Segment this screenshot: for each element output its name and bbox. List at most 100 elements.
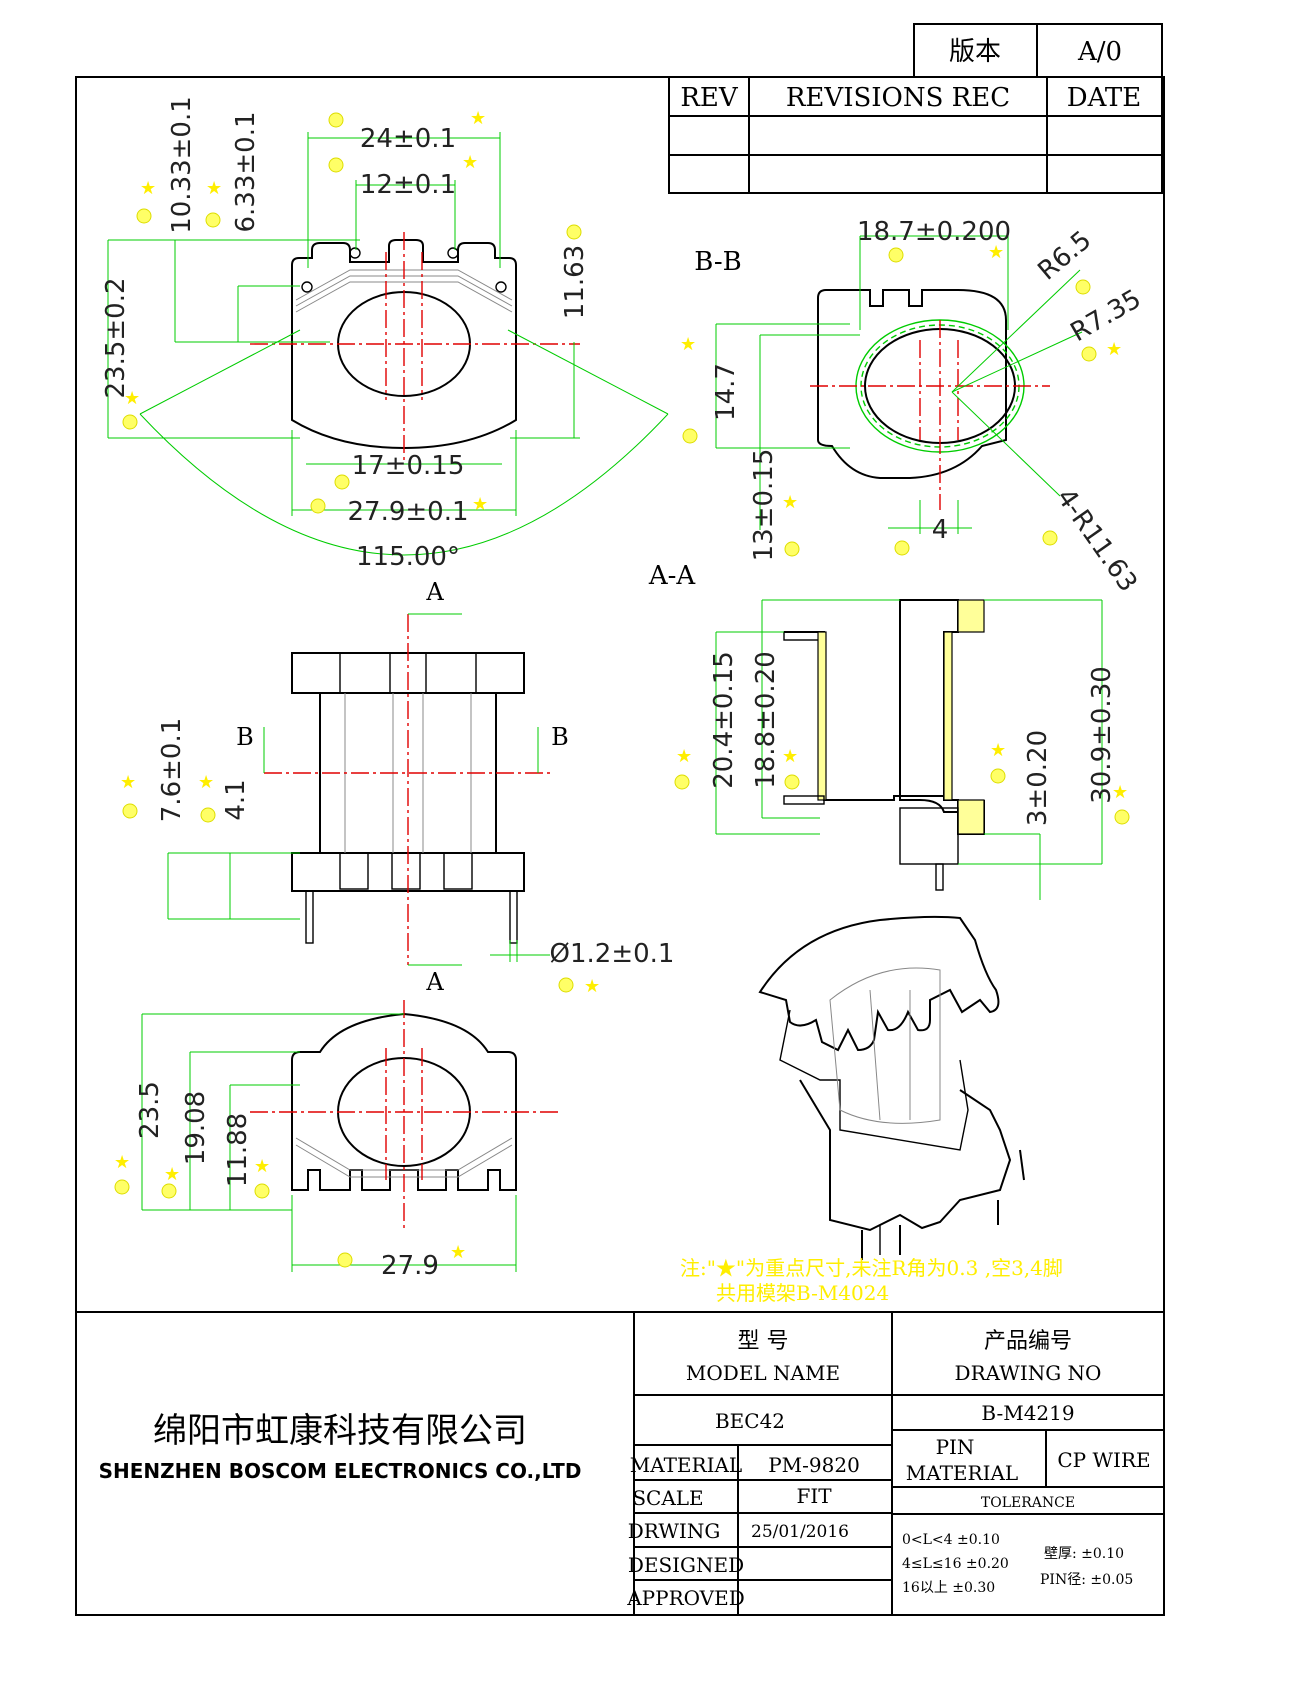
svg-text:★: ★ xyxy=(120,772,136,793)
version-box: 版本 A/0 xyxy=(913,23,1163,78)
star-icon: ★ xyxy=(114,1152,130,1173)
pin-diameter-tolerance: PIN径: ±0.05 xyxy=(1040,1572,1133,1588)
star-icon: ★ xyxy=(254,1156,270,1177)
svg-text:★: ★ xyxy=(584,976,600,997)
svg-text:★: ★ xyxy=(450,1242,466,1263)
model-name-en: MODEL NAME xyxy=(686,1361,840,1385)
svg-text:★: ★ xyxy=(470,108,486,129)
star-icon: ★ xyxy=(584,976,600,997)
dim-24: 24±0.1 xyxy=(360,124,456,154)
svg-text:★: ★ xyxy=(1106,339,1122,360)
star-icon: ★ xyxy=(450,1242,466,1263)
dim-17: 17±0.15 xyxy=(352,451,465,481)
svg-text:★: ★ xyxy=(676,746,692,767)
star-icon: ★ xyxy=(462,152,478,173)
scale-label: SCALE xyxy=(632,1486,703,1510)
dim-3: 3±0.20 xyxy=(1023,730,1053,826)
svg-text:★: ★ xyxy=(472,494,488,515)
dim-18-7: 18.7±0.200 xyxy=(857,217,1011,247)
tolerance-label: TOLERANCE xyxy=(981,1495,1075,1511)
star-icon: ★ xyxy=(164,1164,180,1185)
view-label-a-bottom: A xyxy=(425,968,444,996)
dim-27-9-bottom: 27.9 xyxy=(381,1251,439,1281)
top-view-dimensions xyxy=(107,132,669,556)
star-icon: ★ xyxy=(472,494,488,515)
material-value: PM-9820 xyxy=(768,1453,860,1477)
dim-30-9: 30.9±0.30 xyxy=(1087,666,1117,804)
star-icon: ★ xyxy=(470,108,486,129)
revisions-rec-header: REVISIONS REC xyxy=(786,83,1010,113)
dim-pin-diameter: Ø1.2±0.1 xyxy=(550,939,675,969)
view-label-aa: A-A xyxy=(648,561,697,591)
drawing-border xyxy=(75,76,1165,1616)
svg-text:★: ★ xyxy=(206,178,222,199)
dim-18-8: 18.8±0.20 xyxy=(751,651,781,789)
isometric-view xyxy=(758,915,1025,1260)
section-bb-dimensions xyxy=(715,235,1083,534)
star-icon: ★ xyxy=(124,388,140,409)
tolerance-row-2: 4≤L≤16 ±0.20 xyxy=(902,1556,1009,1572)
drawing-no-cn: 产品编号 xyxy=(984,1329,1072,1354)
version-label: 版本 xyxy=(949,37,1001,67)
view-label-bb: B-B xyxy=(694,247,741,277)
star-icon: ★ xyxy=(120,772,136,793)
bottom-view xyxy=(250,1000,560,1230)
svg-text:★: ★ xyxy=(988,242,1004,263)
dim-10-33: 10.33±0.1 xyxy=(167,96,197,234)
company-name-cn: 绵阳市虹康科技有限公司 xyxy=(153,1411,527,1451)
dim-12: 12±0.1 xyxy=(360,170,456,200)
svg-text:★: ★ xyxy=(140,178,156,199)
section-aa-view: A-A xyxy=(648,561,985,891)
key-dimension-markers: ★ ★ ★ ★ ★ ★ ★ ★ ★ ★ ★ ★ ★ ★ ★ ★ ★ ★ ★ ★ … xyxy=(114,108,1128,1263)
reference-circles xyxy=(114,112,1130,1268)
side-view-dimensions: 7.6±0.1 4.1 Ø1.2±0.1 xyxy=(157,718,674,969)
dim-115-deg: 115.00° xyxy=(356,542,460,572)
star-icon: ★ xyxy=(782,492,798,513)
company-name-en: SHENZHEN BOSCOM ELECTRONICS CO.,LTD xyxy=(99,1459,582,1483)
svg-text:★: ★ xyxy=(990,740,1006,761)
svg-text:★: ★ xyxy=(124,388,140,409)
dim-6-33: 6.33±0.1 xyxy=(231,111,261,232)
svg-text:★: ★ xyxy=(198,772,214,793)
star-icon: ★ xyxy=(680,334,696,355)
model-name-cn: 型 号 xyxy=(738,1329,789,1354)
approved-label: APPROVED xyxy=(626,1586,745,1610)
dim-19-08: 19.08 xyxy=(181,1091,211,1165)
dim-11-63: 11.63 xyxy=(560,245,590,319)
star-icon: ★ xyxy=(1112,782,1128,803)
rev-header: REV xyxy=(680,83,739,113)
revisions-table: REV REVISIONS REC DATE xyxy=(668,76,1163,194)
dim-20-4: 20.4±0.15 xyxy=(709,651,739,789)
top-view xyxy=(250,232,580,462)
dim-4-r11-63: 4-R11.63 xyxy=(1050,483,1142,597)
dim-4-1: 4.1 xyxy=(221,779,251,820)
title-block: 绵阳市虹康科技有限公司 SHENZHEN BOSCOM ELECTRONICS … xyxy=(76,1311,1164,1615)
svg-text:★: ★ xyxy=(782,746,798,767)
section-aa-dimensions: 20.4±0.15 18.8±0.20 3±0.20 30.9±0.30 xyxy=(709,599,1117,900)
star-icon: ★ xyxy=(782,746,798,767)
pin-material-value: CP WIRE xyxy=(1057,1448,1150,1472)
svg-text:★: ★ xyxy=(462,152,478,173)
star-icon: ★ xyxy=(206,178,222,199)
dim-23-5-bottom: 23.5 xyxy=(135,1081,165,1139)
dim-r6-5: R6.5 xyxy=(1032,225,1097,286)
drwing-label: DRWING xyxy=(628,1519,721,1543)
star-icon: ★ xyxy=(676,746,692,767)
material-label: MATERIAL xyxy=(630,1453,742,1477)
section-bb-view: B-B xyxy=(694,247,1050,510)
scale-value: FIT xyxy=(796,1484,832,1508)
version-value: A/0 xyxy=(1077,37,1122,67)
note-line-2: 共用模架B-M4024 xyxy=(716,1281,889,1305)
svg-text:★: ★ xyxy=(114,1152,130,1173)
view-label-b-right: B xyxy=(551,723,569,751)
svg-text:★: ★ xyxy=(1112,782,1128,803)
model-value: BEC42 xyxy=(715,1409,785,1433)
drwing-value: 25/01/2016 xyxy=(751,1522,849,1542)
key-dimension-note: 注:"★"为重点尺寸,未注R角为0.3 ,空3,4脚 共用模架B-M4024 xyxy=(680,1256,1063,1305)
svg-text:★: ★ xyxy=(680,334,696,355)
drawing-value: B-M4219 xyxy=(981,1401,1074,1425)
top-view-labels: 24±0.1 12±0.1 10.33±0.1 6.33±0.1 23.5±0.… xyxy=(101,96,590,572)
pin-material-label-2: MATERIAL xyxy=(906,1461,1018,1485)
side-view: A A B B xyxy=(236,578,569,996)
